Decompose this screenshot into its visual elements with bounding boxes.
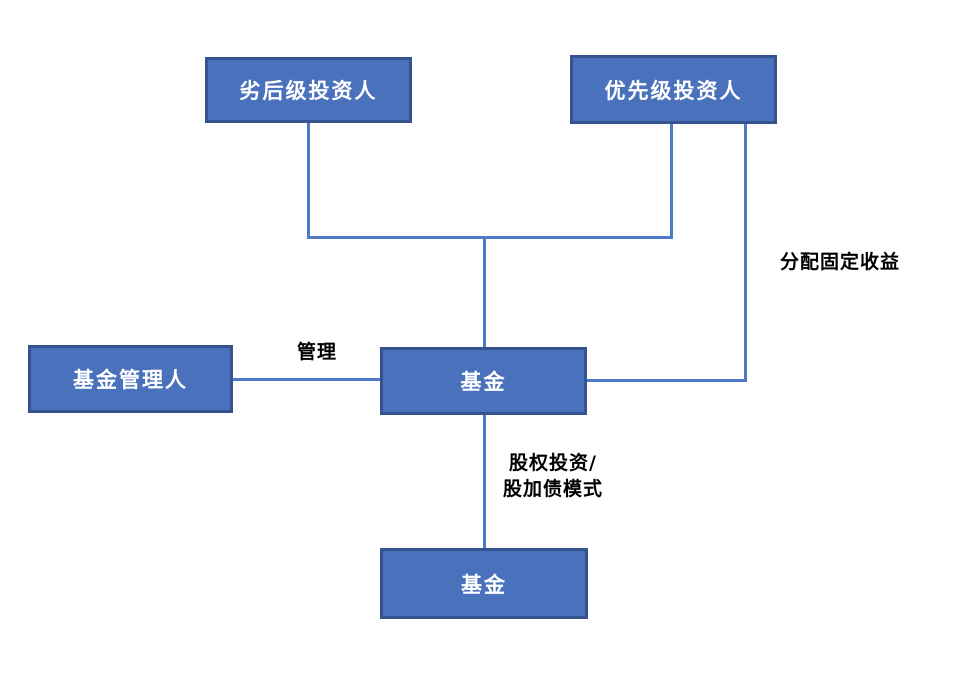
connector-fixed-income-horizontal (587, 379, 747, 382)
node-fund-mid-label: 基金 (460, 371, 507, 394)
node-junior-investor: 劣后级投资人 (205, 57, 412, 123)
node-fund-manager: 基金管理人 (28, 345, 233, 413)
edge-label-equity-line1: 股权投资/ (509, 452, 597, 474)
node-senior-investor-label: 优先级投资人 (604, 79, 743, 103)
connector-fixed-income-vertical (744, 124, 747, 381)
edge-label-equity-line2: 股加债模式 (502, 478, 603, 500)
node-junior-investor-label: 劣后级投资人 (239, 80, 378, 103)
edge-label-manage: 管理 (296, 341, 337, 363)
connector-fund-to-fund (483, 415, 486, 548)
connector-bracket-horizontal (307, 236, 673, 239)
node-fund-bottom: 基金 (380, 548, 588, 619)
connector-manager-to-fund (233, 378, 380, 381)
edge-label-equity-mode: 股权投资/ 股加债模式 (478, 450, 628, 502)
connector-senior-down (670, 124, 673, 238)
node-fund-mid: 基金 (380, 347, 587, 415)
node-fund-manager-label: 基金管理人 (73, 369, 188, 392)
node-fund-bottom-label: 基金 (461, 573, 507, 597)
node-senior-investor: 优先级投资人 (570, 55, 777, 124)
edge-label-fixed-income: 分配固定收益 (779, 251, 900, 273)
connector-junior-down (307, 123, 310, 238)
connector-bracket-to-fund (483, 239, 486, 347)
